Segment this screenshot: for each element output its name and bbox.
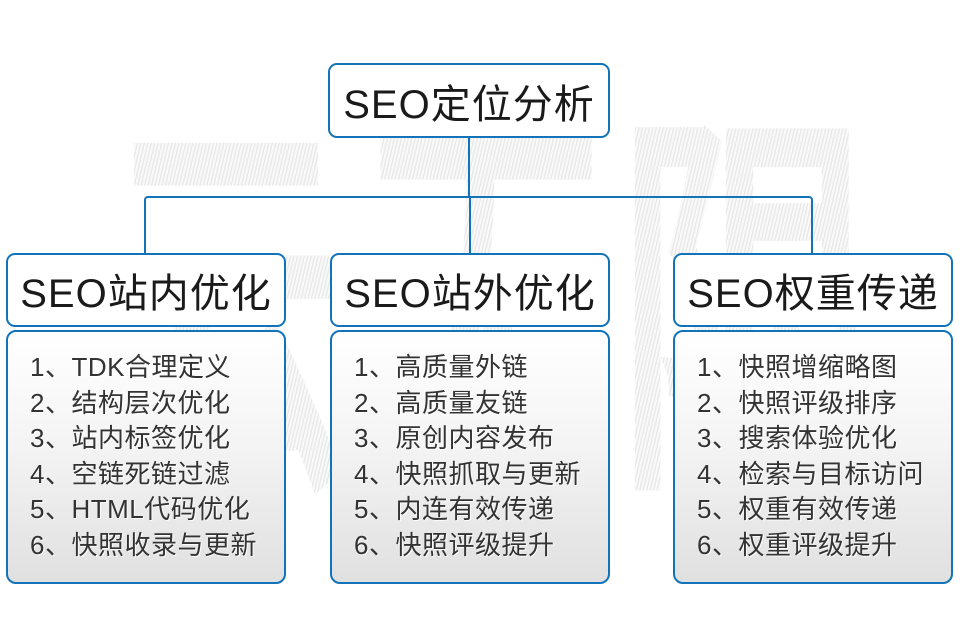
panel-offsite-optimization: 1、高质量外链 2、高质量友链 3、原创内容发布 4、快照抓取与更新 5、内连有… [330, 330, 610, 584]
list-item: 3、原创内容发布 [354, 423, 555, 453]
branch-node-weight-transfer: SEO权重传递 [673, 253, 953, 327]
item-list: 1、快照增缩略图 2、快照评级排序 3、搜索体验优化 4、检索与目标访问 5、权… [675, 332, 951, 563]
item-list: 1、高质量外链 2、高质量友链 3、原创内容发布 4、快照抓取与更新 5、内连有… [332, 332, 608, 563]
branch-node-offsite-optimization: SEO站外优化 [330, 253, 610, 327]
root-node-label: SEO定位分析 [343, 82, 595, 127]
branch-node-onsite-optimization: SEO站内优化 [6, 253, 286, 327]
list-item: 5、HTML代码优化 [30, 494, 251, 524]
list-item: 4、空链死链过滤 [30, 458, 231, 489]
list-item: 1、TDK合理定义 [30, 352, 231, 382]
connector-bracket [144, 196, 813, 254]
branch-node-label: SEO站外优化 [344, 272, 596, 316]
list-item: 5、内连有效传递 [354, 494, 555, 524]
list-item: 5、权重有效传递 [697, 494, 898, 524]
connector-root-stem [468, 137, 470, 197]
list-item: 4、检索与目标访问 [697, 458, 924, 489]
list-item: 2、高质量友链 [354, 387, 528, 418]
list-item: 2、结构层次优化 [30, 387, 231, 418]
connector-middle-drop [469, 197, 471, 254]
list-item: 4、快照抓取与更新 [354, 458, 581, 489]
root-node-seo-positioning: SEO定位分析 [328, 63, 610, 138]
list-item: 1、快照增缩略图 [697, 352, 898, 382]
list-item: 6、快照评级提升 [354, 529, 555, 560]
list-item: 3、站内标签优化 [30, 423, 231, 453]
branch-node-label: SEO站内优化 [20, 272, 272, 316]
branch-node-label: SEO权重传递 [687, 272, 939, 316]
list-item: 2、快照评级排序 [697, 387, 898, 418]
list-item: 3、搜索体验优化 [697, 423, 898, 453]
item-list: 1、TDK合理定义 2、结构层次优化 3、站内标签优化 4、空链死链过滤 5、H… [8, 332, 284, 563]
panel-onsite-optimization: 1、TDK合理定义 2、结构层次优化 3、站内标签优化 4、空链死链过滤 5、H… [6, 330, 286, 584]
list-item: 6、快照收录与更新 [30, 529, 257, 560]
panel-weight-transfer: 1、快照增缩略图 2、快照评级排序 3、搜索体验优化 4、检索与目标访问 5、权… [673, 330, 953, 584]
list-item: 1、高质量外链 [354, 352, 528, 382]
list-item: 6、权重评级提升 [697, 529, 898, 560]
